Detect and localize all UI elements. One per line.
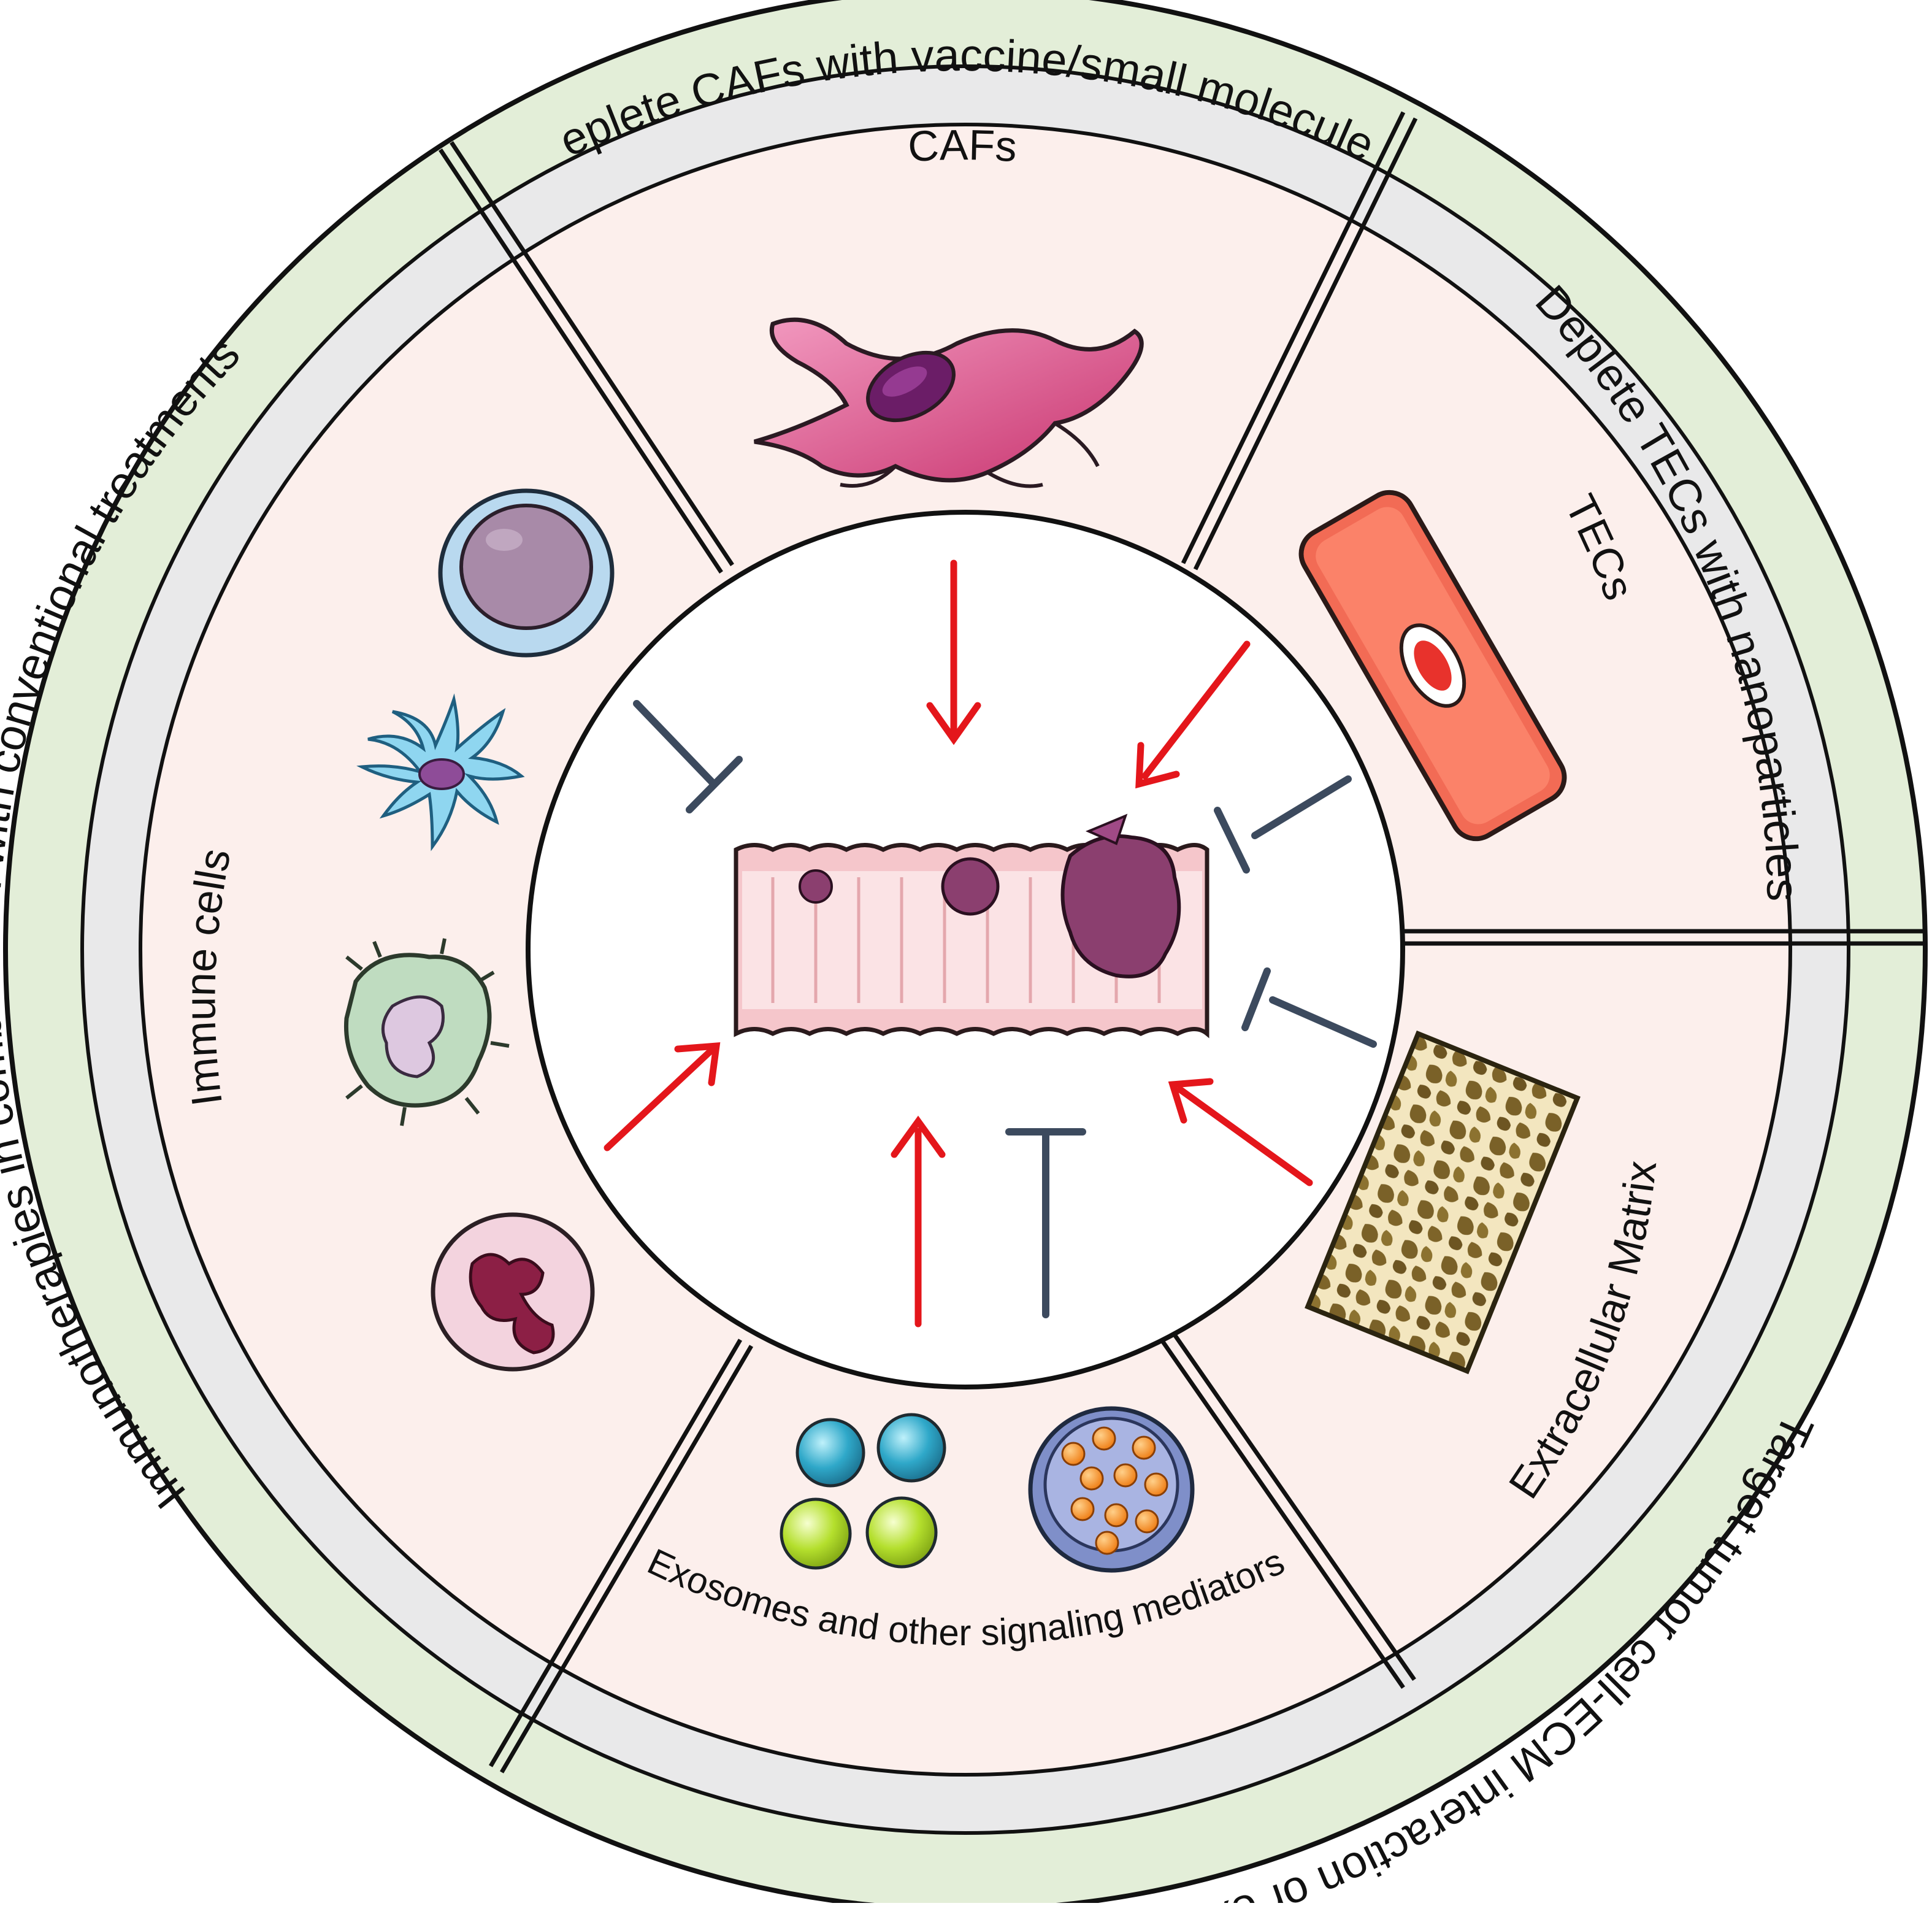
- activate-arrow-immune: [604, 1047, 715, 1151]
- exosome-vesicle-icon: [1028, 1406, 1195, 1573]
- neutrophil-icon: [431, 1212, 595, 1372]
- inhibiting-arrows: [633, 700, 1377, 1318]
- activating-arrows: [604, 559, 1313, 1328]
- activate-arrow-tec: [1141, 640, 1251, 780]
- activate-arrow-ecm: [1176, 1086, 1313, 1186]
- fibroblast-icon: [754, 317, 1144, 488]
- inhibit-arrow-immune: [633, 700, 716, 786]
- sector-dividers: [439, 111, 1925, 1773]
- inhibit-arrow-ecm: [1269, 996, 1377, 1048]
- inhibit-arrow-tec: [1251, 775, 1352, 839]
- macrophage-icon: [343, 938, 510, 1126]
- middle-label-cafs: CAFs: [907, 121, 1018, 171]
- dendritic-cell-icon: [356, 693, 525, 851]
- colon-tumor-icon: [734, 813, 1209, 1039]
- extracellular-matrix-icon: [1305, 1030, 1581, 1375]
- endothelial-cell-icon: [1298, 490, 1567, 842]
- lymphocyte-icon: [438, 488, 615, 658]
- spheres-icon: [780, 1413, 946, 1570]
